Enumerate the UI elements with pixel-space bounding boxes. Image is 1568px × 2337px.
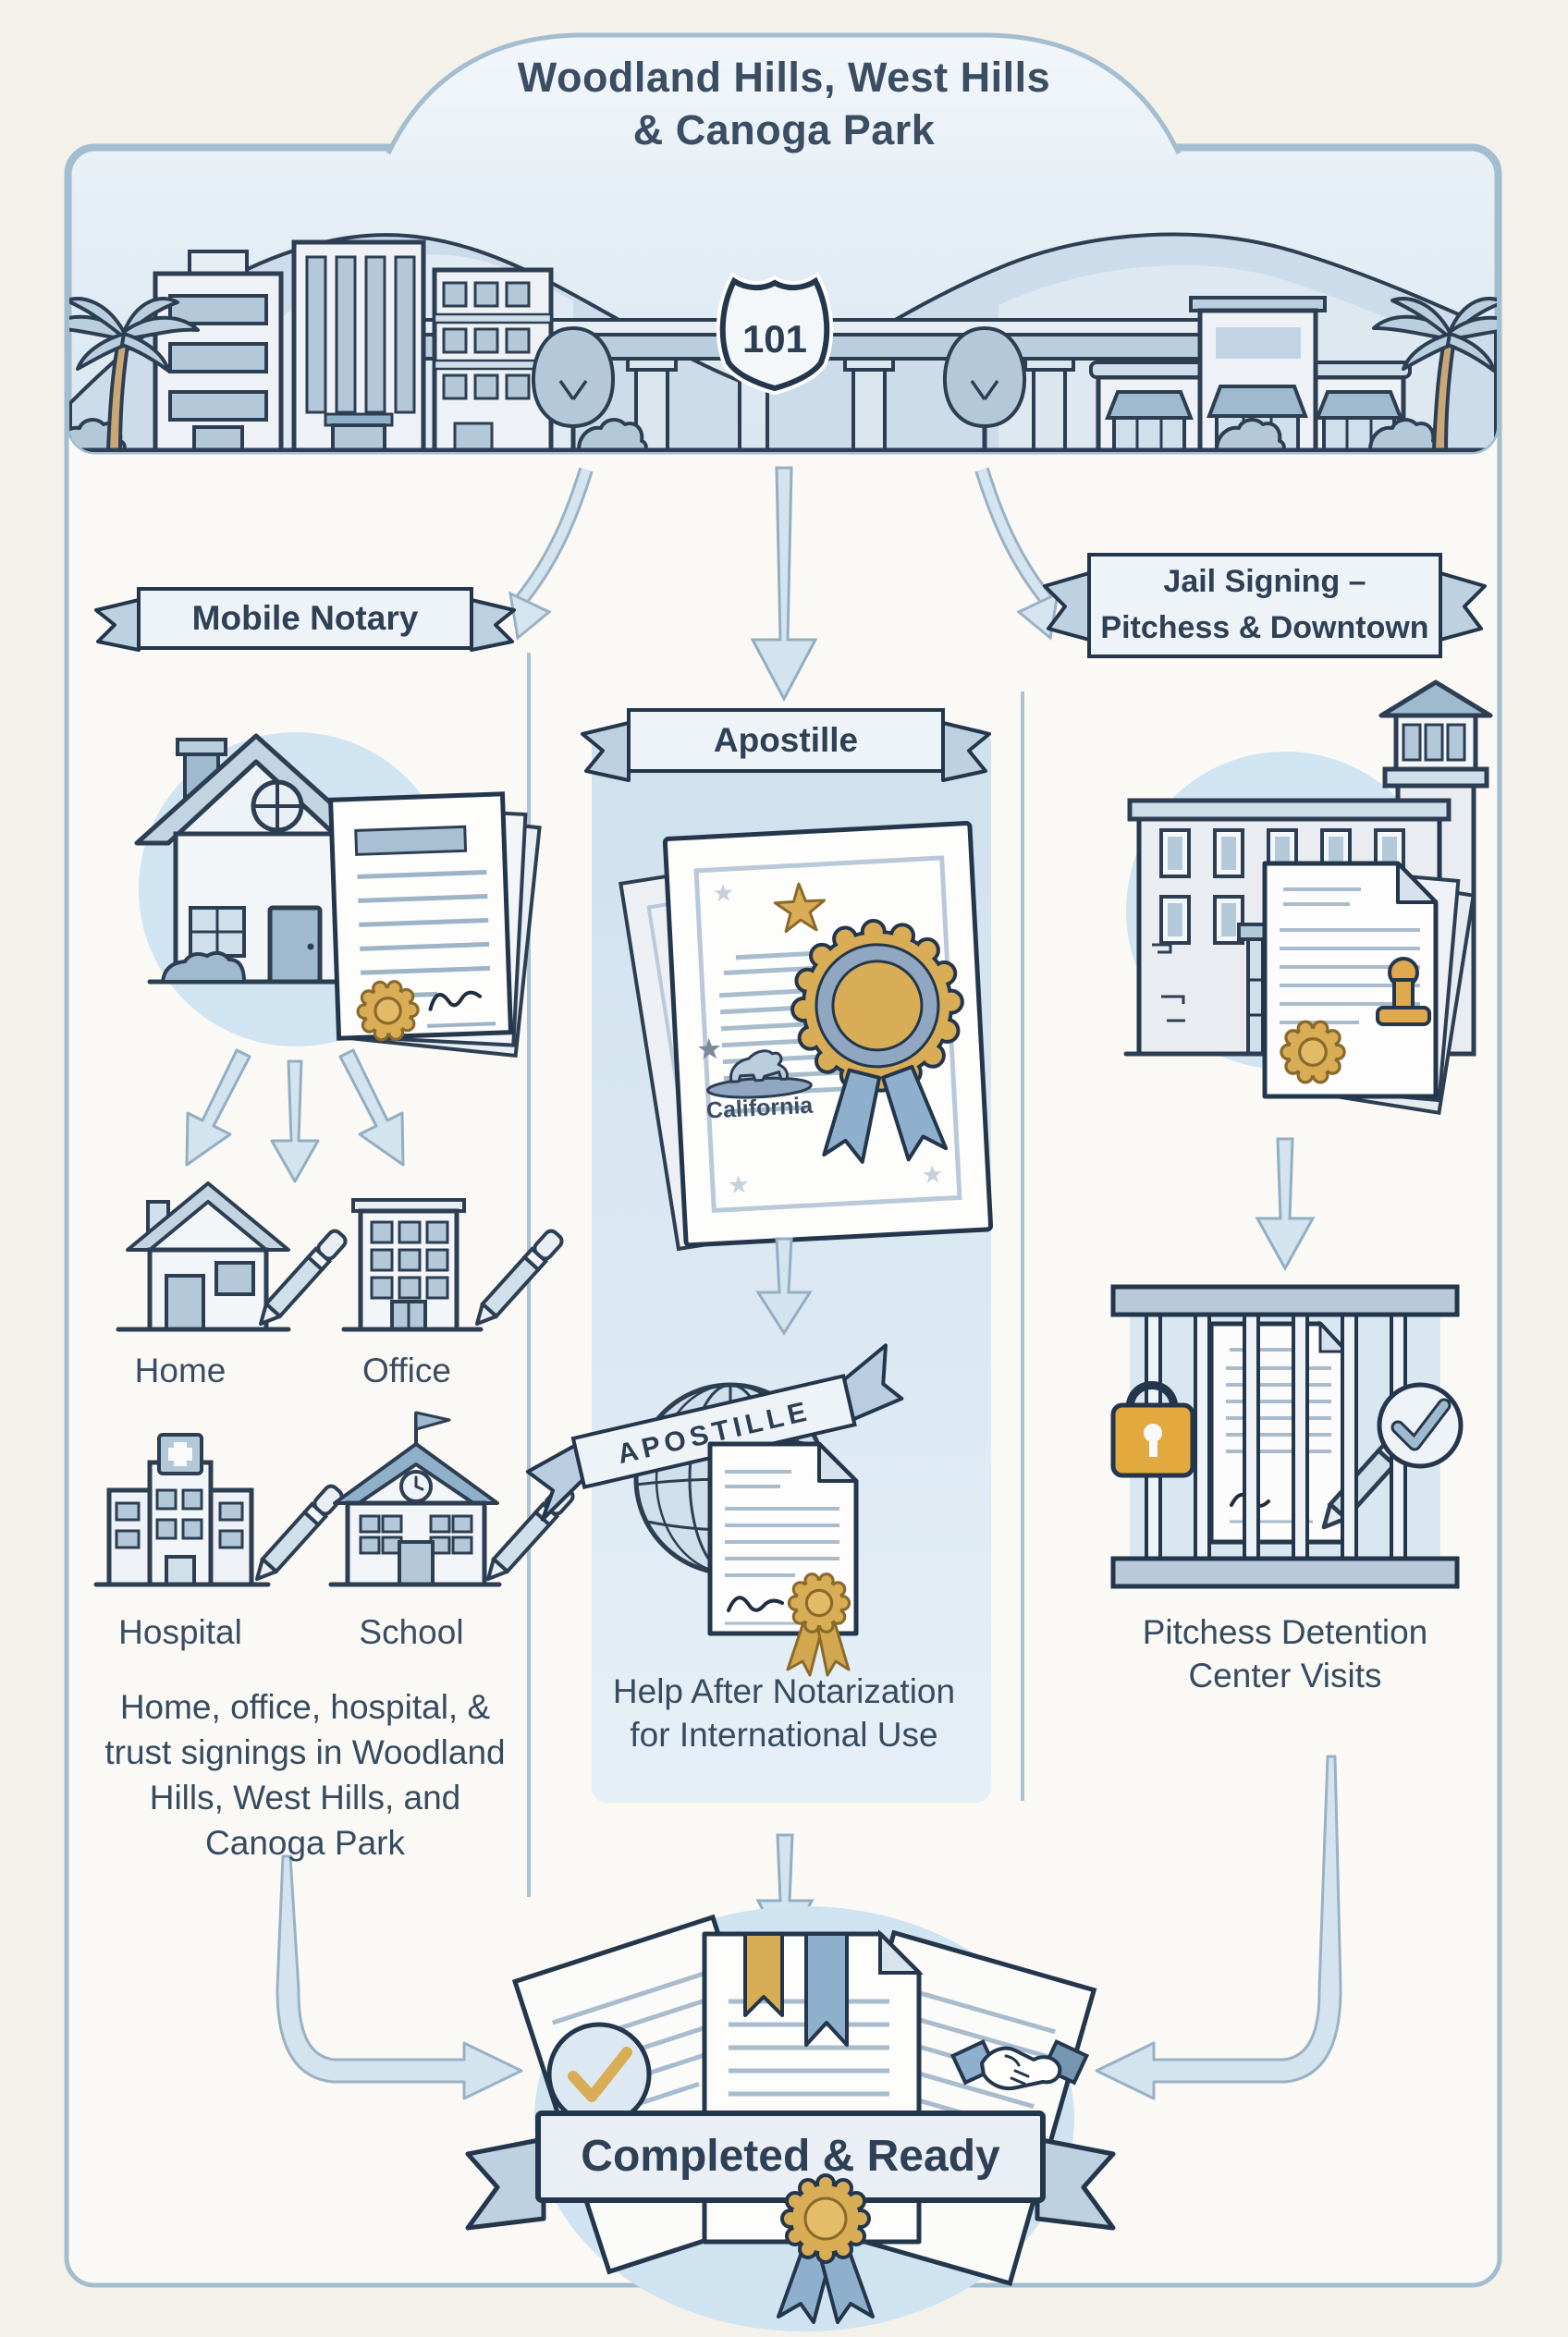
branch-arrows: [508, 466, 1060, 703]
converge-arrow-right: [1095, 1755, 1342, 2100]
title-arch: [386, 32, 1182, 157]
freeway-101-shield: 101: [716, 271, 834, 396]
bars-bottom-rail: [1110, 1556, 1460, 1589]
jail-description: Pitchess Detention Center Visits: [1072, 1610, 1498, 1697]
apostille-desc-line2: for International Use: [630, 1716, 938, 1754]
gold-bookmark-ribbon: [743, 1932, 784, 2017]
jail-signing-banner-label: Jail Signing – Pitchess & Downtown: [1089, 558, 1440, 651]
converge-arrow-left: [276, 1854, 523, 2100]
blue-bookmark-ribbon: [804, 1932, 849, 2047]
shield-number: 101: [742, 317, 807, 361]
padlock-icon: [1110, 1381, 1195, 1478]
completed-banner-label: Completed & Ready: [581, 2132, 1000, 2181]
ribbon-rosette-icon: [777, 2173, 875, 2324]
arrow-down-center: [750, 466, 818, 703]
page-title: Woodland Hills, West Hills & Canoga Park: [414, 51, 1154, 156]
hospital-icon: [93, 1433, 347, 1587]
california-certificate-icon: California: [619, 821, 994, 1252]
bars-top-rail: [1110, 1284, 1460, 1317]
completed-banner: [465, 2111, 1116, 2231]
arrow-jail-down: [1255, 1137, 1316, 1272]
gold-seal-rosette: [790, 918, 964, 1164]
apostille-desc-line1: Help After Notarization: [612, 1672, 956, 1710]
label-home: Home: [134, 1352, 227, 1389]
mobile-notary-description: Home, office, hospital, & trust signings…: [65, 1684, 545, 1866]
jail-banner-line2: Pitchess & Downtown: [1100, 610, 1429, 645]
arrow-left-head: [508, 591, 552, 641]
california-bear-icon: [729, 1049, 789, 1083]
apostille-banner: [581, 708, 991, 782]
jail-desc-line1: Pitchess Detention: [1142, 1613, 1428, 1651]
label-hospital: Hospital: [118, 1613, 242, 1651]
mobile-notary-banner-label: Mobile Notary: [191, 599, 419, 637]
apostille-banner-label: Apostille: [713, 721, 859, 759]
city-skyline-illustration: 101: [67, 146, 1500, 455]
completed-illustration: [465, 1906, 1116, 2331]
check-circle-icon: [1377, 1382, 1464, 1469]
mobile-notary-banner: [94, 587, 516, 652]
mobile-desc-line3: Hills, West Hills, and: [149, 1779, 461, 1817]
arrow-cert-to-globe: [755, 1237, 813, 1336]
mobile-desc-line2: trust signings in Woodland: [104, 1733, 506, 1771]
page-title-line2: & Canoga Park: [632, 106, 936, 153]
page-title-line1: Woodland Hills, West Hills: [517, 54, 1051, 101]
jail-building-icon: [1123, 679, 1493, 1116]
jail-signing-banner: [1043, 553, 1487, 658]
fan-arrows: [185, 1048, 405, 1183]
jail-banner-line1: Jail Signing –: [1163, 564, 1366, 599]
office-buildings: [153, 239, 554, 452]
handshake-icon: [949, 2038, 1090, 2090]
office-icon: [341, 1198, 567, 1332]
label-office: Office: [362, 1352, 451, 1389]
certificate-state-label: California: [705, 1093, 815, 1124]
mobile-desc-line1: Home, office, hospital, &: [119, 1688, 491, 1726]
completed-check-icon: [546, 2022, 652, 2127]
globe-apostille-icon: APOSTILLE: [525, 1343, 904, 1677]
jail-bars-document-icon: [1110, 1284, 1464, 1589]
apostille-description: Help After Notarization for Internationa…: [553, 1670, 1015, 1756]
house-documents-icon: [134, 732, 542, 1058]
school-icon: [328, 1411, 578, 1587]
stamp-icon: [1376, 957, 1431, 1026]
jail-desc-line2: Center Visits: [1188, 1657, 1382, 1695]
home-icon: [116, 1181, 350, 1332]
label-school: School: [359, 1613, 464, 1651]
mobile-desc-line4: Canoga Park: [205, 1824, 405, 1862]
